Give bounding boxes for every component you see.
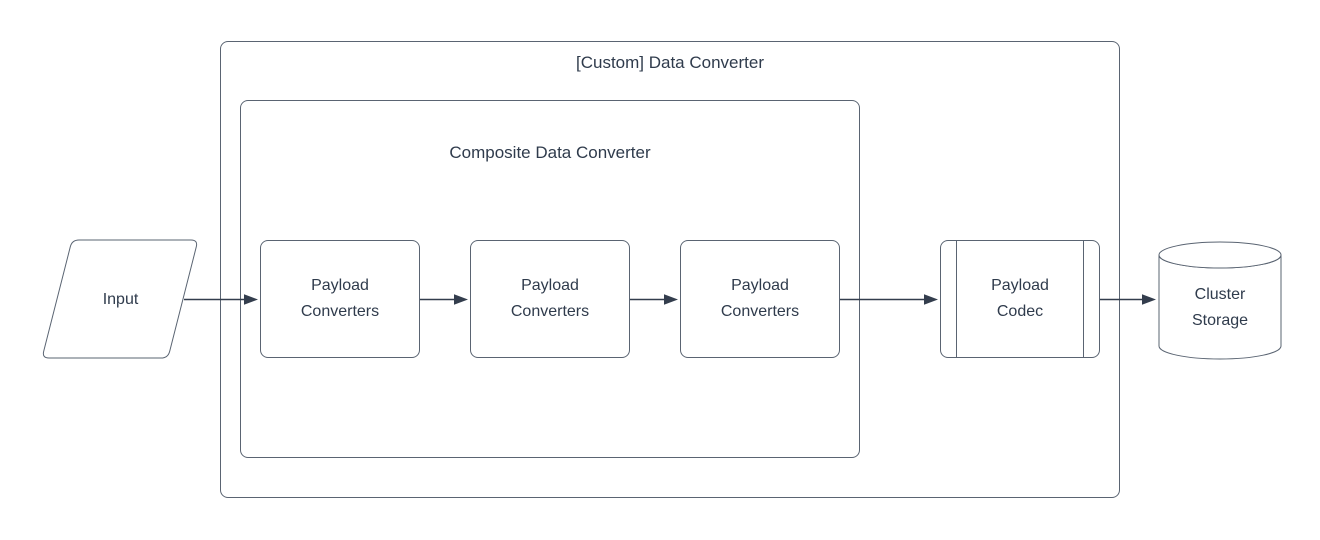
- payload-codec-right-bar: [1083, 241, 1084, 357]
- container-composite-data-converter-title: Composite Data Converter: [449, 143, 651, 162]
- payload-codec-node: Payload Codec: [940, 240, 1100, 358]
- input-node-label: Input: [102, 290, 139, 308]
- payload-converters-node-2: Payload Converters: [470, 240, 630, 358]
- payload-codec-left-bar: [956, 241, 957, 357]
- container-custom-data-converter-title: [Custom] Data Converter: [575, 53, 764, 72]
- cluster-storage-cylinder-shape: [1158, 241, 1282, 360]
- payload-converters-node-3: Payload Converters: [680, 240, 840, 358]
- container-composite-data-converter: Composite Data Converter: [240, 100, 860, 458]
- input-parallelogram-shape: [42, 239, 198, 359]
- payload-converters-node-1-label: Payload Converters: [300, 277, 380, 320]
- payload-converters-node-3-label: Payload Converters: [720, 277, 800, 320]
- cluster-storage-node: Cluster Storage: [1158, 241, 1282, 360]
- payload-codec-node-label: Payload Codec: [991, 277, 1049, 320]
- payload-converters-node-2-label: Payload Converters: [510, 277, 590, 320]
- payload-converters-node-1: Payload Converters: [260, 240, 420, 358]
- cluster-storage-node-label: Cluster Storage: [1191, 285, 1249, 329]
- container-custom-data-converter: [Custom] Data Converter: [220, 41, 1120, 498]
- input-node: Input: [40, 239, 201, 360]
